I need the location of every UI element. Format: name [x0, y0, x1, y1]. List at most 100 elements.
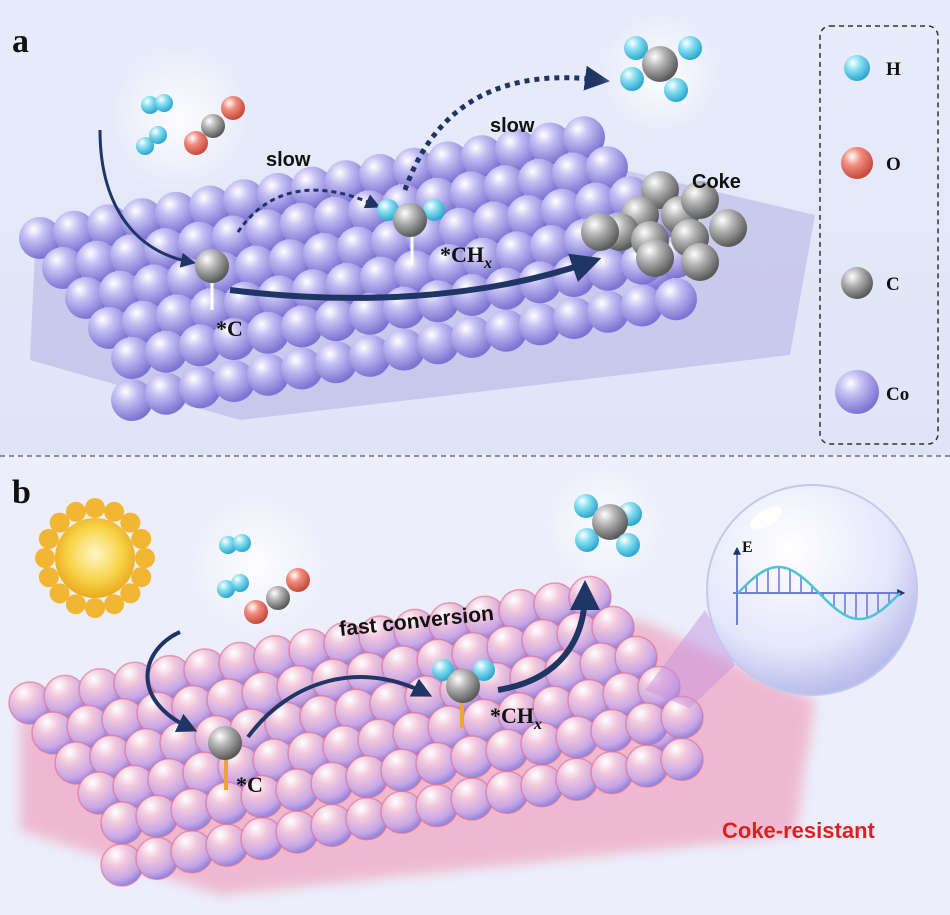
co-atom: [519, 303, 561, 346]
co-atom: [326, 262, 368, 305]
gas-halo-b: [190, 497, 326, 633]
co-atom: [99, 270, 141, 313]
co-atom: [587, 290, 629, 333]
co-atom: [315, 299, 357, 342]
sun-ray: [135, 548, 155, 568]
co-atom: [19, 217, 61, 259]
field-wave: [737, 565, 901, 621]
surface-chx-main-b: *CH: [490, 703, 534, 728]
sun-ray: [65, 594, 86, 615]
coke-resistant-label: Coke-resistant: [722, 818, 876, 843]
co-atom: [394, 250, 436, 293]
slow-label-2: slow: [490, 115, 535, 137]
legend-co-swatch: [835, 370, 879, 414]
co-atom: [462, 237, 504, 280]
sun-ray: [131, 567, 152, 588]
co-atom: [495, 128, 537, 171]
co-atom: [179, 366, 221, 409]
sun-ray: [85, 498, 105, 518]
co-atom: [122, 300, 164, 343]
sun-ray: [85, 598, 105, 618]
co-atom: [552, 152, 594, 195]
co-atom: [485, 267, 527, 310]
co-atom: [65, 277, 107, 319]
co-atom: [621, 284, 663, 327]
co-atom: [247, 311, 289, 354]
co-atom: [269, 239, 311, 282]
legend-o-swatch: [841, 147, 873, 179]
co-atom: [450, 171, 492, 214]
co-atom: [451, 274, 493, 316]
legend-c-label: C: [886, 274, 900, 295]
co-atom: [337, 226, 379, 269]
co-atom: [189, 185, 231, 228]
slow-label-1: slow: [266, 149, 311, 171]
co-atom: [541, 188, 583, 231]
co-atom: [212, 215, 254, 258]
co-atom: [439, 207, 481, 250]
fast-desorption-arrow: [497, 580, 600, 693]
co-atom: [87, 204, 129, 247]
co-atom: [383, 328, 425, 371]
coke-carbon-atom: [709, 209, 747, 247]
surface-chx-sub-a: x: [483, 255, 492, 272]
co-atom: [213, 318, 255, 361]
co-atom: [507, 195, 549, 238]
co-atom: [145, 330, 187, 373]
sun-ray: [65, 501, 86, 522]
incoming-gas-molecules-a: [136, 94, 245, 155]
co-atom: [518, 158, 560, 201]
legend: H O C Co: [819, 25, 939, 445]
co-atom: [427, 141, 469, 184]
co-atom: [473, 201, 515, 244]
sun-ray: [120, 512, 141, 533]
co-atom: [247, 353, 289, 396]
co-atom: [110, 234, 152, 277]
co-atom: [575, 182, 617, 225]
coke-cluster: [581, 171, 747, 281]
panel-b: fast conversion *C *CHx: [8, 467, 918, 895]
co-surface-b: [8, 575, 704, 887]
coke-label: Coke: [692, 171, 741, 193]
co-atom: [530, 225, 572, 268]
co-atom: [314, 196, 356, 239]
co-atom: [42, 247, 84, 289]
surface-c-label-b: *C: [236, 772, 263, 797]
co-atom: [484, 165, 526, 208]
sun-ray: [38, 567, 59, 588]
surface-c-label-a: *C: [216, 316, 243, 341]
legend-co-label: Co: [886, 384, 909, 405]
panel-a: slow slow *C *CHx Coke: [19, 13, 815, 421]
co-atom: [281, 347, 323, 390]
panel-b-label: b: [12, 474, 31, 511]
fast-conversion-arrow: [246, 675, 433, 739]
co-atom: [281, 305, 323, 348]
legend-frame: [819, 25, 939, 445]
co-atom: [76, 240, 118, 283]
legend-o-label: O: [886, 154, 901, 175]
sun-icon: [35, 498, 155, 618]
co-atom: [428, 244, 470, 286]
surface-chx-sub-b: x: [533, 716, 542, 733]
co-atom: [246, 209, 288, 252]
coke-carbon-atom: [681, 181, 719, 219]
sun-ray: [104, 501, 125, 522]
sun-ray: [49, 583, 70, 604]
co-atom: [360, 256, 402, 299]
co-atom: [660, 737, 704, 782]
co-atom: [461, 135, 503, 178]
co-atom: [88, 307, 130, 349]
field-vectors: [745, 567, 890, 619]
methane-product-a: [620, 36, 702, 102]
co-atom: [349, 334, 391, 377]
coke-carbon-atom: [636, 239, 674, 277]
co-atom: [563, 116, 605, 159]
legend-h-label: H: [886, 59, 901, 80]
co-atom: [496, 231, 538, 274]
co-atom: [133, 264, 175, 307]
co-atom: [145, 372, 187, 415]
field-label: E: [742, 539, 753, 556]
surface-chx-label-b: *CHx: [490, 703, 542, 733]
co-atom: [315, 341, 357, 384]
